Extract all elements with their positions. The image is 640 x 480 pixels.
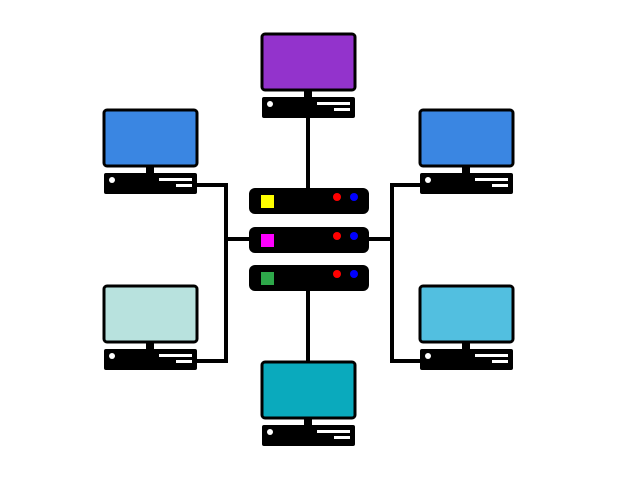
link-right-trunk	[390, 183, 420, 363]
power-button-icon	[109, 177, 115, 183]
drive-slot	[317, 102, 350, 105]
indicator-led-icon	[333, 232, 341, 240]
computers-group	[102, 32, 515, 446]
drive-slot	[176, 360, 192, 363]
server-unit-1	[249, 188, 369, 214]
server-unit-3	[249, 265, 369, 291]
indicator-led-icon	[350, 232, 358, 240]
drive-slot	[176, 184, 192, 187]
monitor-neck	[146, 342, 154, 349]
power-button-icon	[267, 101, 273, 107]
monitor-neck	[304, 90, 312, 97]
drive-slot	[159, 354, 192, 357]
power-button-icon	[425, 177, 431, 183]
drive-slot	[317, 430, 350, 433]
computer-lower-left	[102, 284, 199, 370]
desktop-unit	[104, 349, 197, 370]
indicator-led-icon	[350, 270, 358, 278]
monitor-screen	[418, 284, 515, 344]
desktop-unit	[262, 97, 355, 118]
server-unit-2	[249, 227, 369, 253]
status-light-icon	[261, 272, 274, 285]
monitor-screen	[260, 32, 357, 92]
drive-slot	[492, 360, 508, 363]
desktop-unit	[420, 349, 513, 370]
status-light-icon	[261, 195, 274, 208]
status-light-icon	[261, 234, 274, 247]
monitor-neck	[462, 342, 470, 349]
power-button-icon	[425, 353, 431, 359]
link-left-trunk	[197, 183, 228, 363]
power-button-icon	[109, 353, 115, 359]
drive-slot	[334, 108, 350, 111]
computer-bottom	[260, 360, 357, 446]
drive-slot	[475, 178, 508, 181]
computer-upper-left	[102, 108, 199, 194]
computer-upper-right	[418, 108, 515, 194]
desktop-unit	[104, 173, 197, 194]
indicator-led-icon	[333, 193, 341, 201]
drive-slot	[492, 184, 508, 187]
drive-slot	[475, 354, 508, 357]
computer-top	[260, 32, 357, 118]
indicator-led-icon	[350, 193, 358, 201]
monitor-screen	[102, 284, 199, 344]
network-connectors	[197, 118, 420, 364]
desktop-unit	[262, 425, 355, 446]
monitor-neck	[304, 418, 312, 425]
monitor-neck	[462, 166, 470, 173]
computer-lower-right	[418, 284, 515, 370]
server-rack	[249, 188, 369, 291]
monitor-screen	[260, 360, 357, 420]
monitor-screen	[418, 108, 515, 168]
drive-slot	[334, 436, 350, 439]
monitor-neck	[146, 166, 154, 173]
drive-slot	[159, 178, 192, 181]
indicator-led-icon	[333, 270, 341, 278]
desktop-unit	[420, 173, 513, 194]
monitor-screen	[102, 108, 199, 168]
power-button-icon	[267, 429, 273, 435]
